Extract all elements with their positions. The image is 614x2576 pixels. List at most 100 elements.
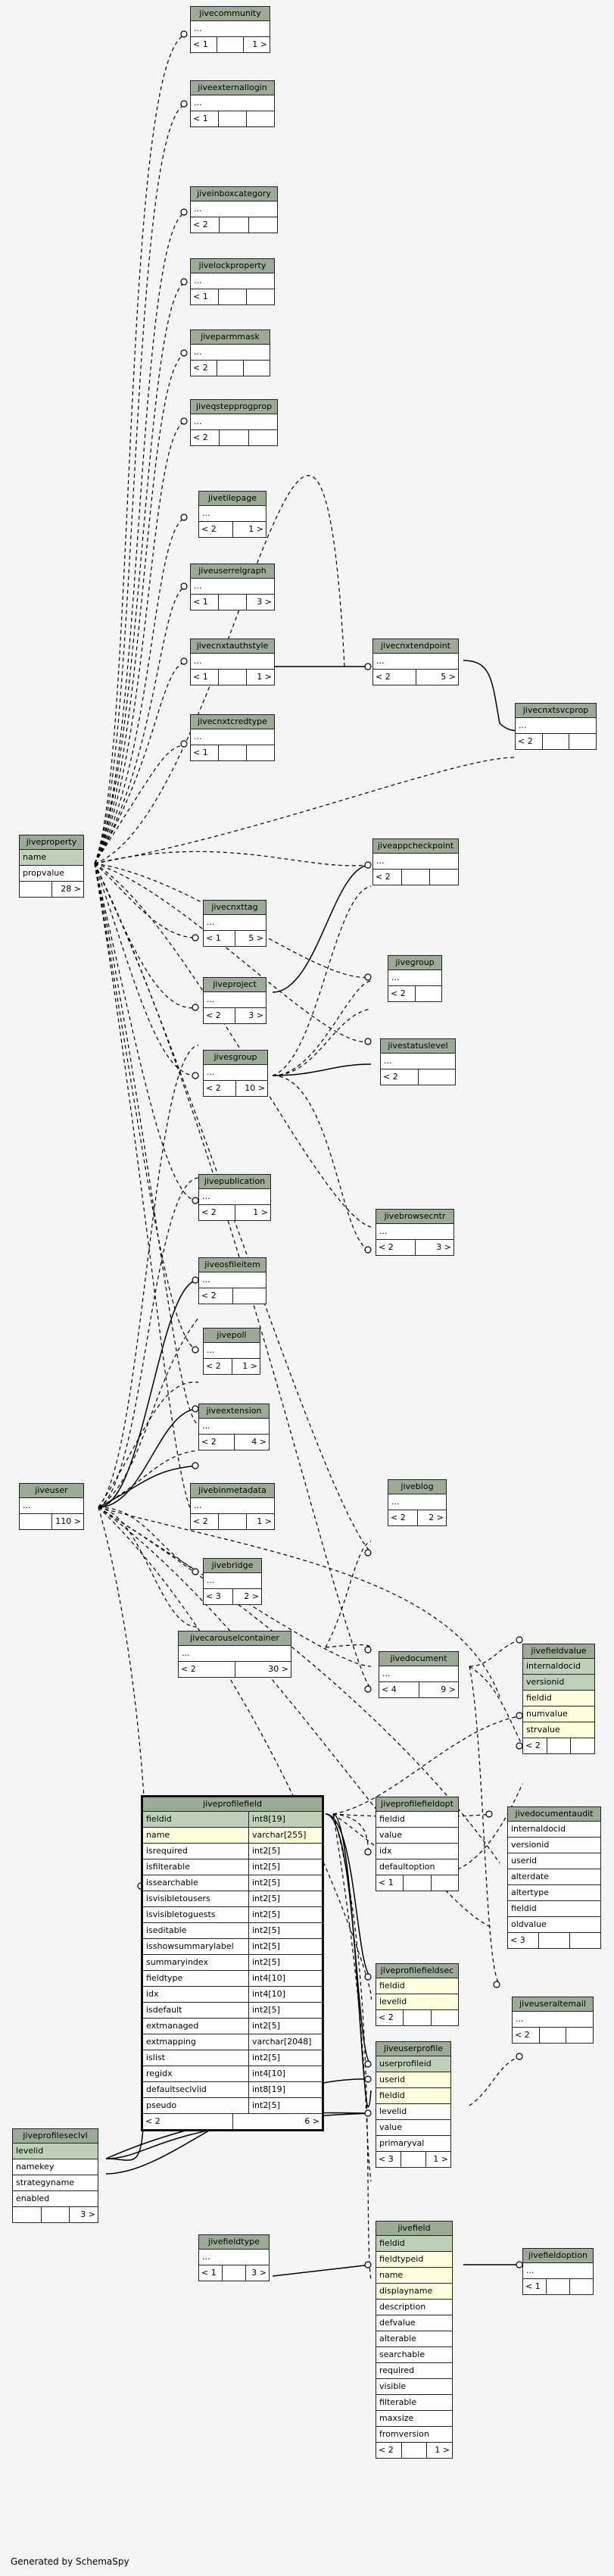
table-jiveprofileseclvl[interactable]: jiveprofileseclvl levelid namekey strate… (12, 2128, 98, 2223)
table-title: jivedocumentaudit (508, 1807, 600, 1822)
column-row: internaldocid (508, 1822, 600, 1838)
child-count: 6 > (304, 2116, 319, 2126)
column-row: namekey (13, 2159, 98, 2175)
column-name: regidx (143, 2066, 249, 2082)
column-row: description (376, 2300, 452, 2315)
table-title: jivecarouselcontainer (179, 1631, 291, 1646)
child-count: 1 > (257, 672, 272, 682)
table-jivecnxtcredtype[interactable]: jivecnxtcredtype ... < 1 (190, 714, 275, 761)
table-jivecnxtsvcprop[interactable]: jivecnxtsvcprop ... < 2 (515, 703, 597, 750)
table-title: jiveproperty (20, 835, 83, 850)
parent-count: < 2 (204, 1008, 235, 1023)
table-title: jiveextension (199, 1404, 269, 1419)
column-name: issearchable (143, 1875, 249, 1891)
table-jiveqstepprogprop[interactable]: jiveqstepprogprop ... < 2 (190, 399, 278, 446)
child-count: 3 > (251, 2268, 266, 2278)
table-jivelockproperty[interactable]: jivelockproperty ... < 1 (190, 258, 275, 305)
parent-count: < 4 (379, 1682, 419, 1697)
child-count: 2 > (429, 1513, 444, 1522)
table-jivedocumentaudit[interactable]: jivedocumentaudit internaldocid versioni… (507, 1806, 601, 1949)
column-type: int2[5] (249, 1859, 322, 1875)
column-row: userid (376, 2072, 450, 2088)
parent-count: < 1 (191, 595, 219, 610)
table-title: jivecnxtauthstyle (191, 639, 274, 654)
table-jiveuseraltemail[interactable]: jiveuseraltemail ... < 2 (512, 1997, 594, 2044)
column-row: searchable (376, 2347, 452, 2363)
column-row: internaldocid (523, 1659, 594, 1675)
table-title: jiveparmmask (191, 330, 270, 345)
child-count: 5 > (441, 672, 456, 682)
table-title: jivefieldoption (523, 2249, 593, 2263)
table-jiveappcheckpoint[interactable]: jiveappcheckpoint ... < 2 (372, 838, 459, 885)
table-jivegroup[interactable]: jivegroup ... < 2 (388, 955, 442, 1002)
column-name: extmanaged (143, 2019, 249, 2034)
column-row: ... (388, 970, 441, 986)
column-row: ... (199, 1419, 269, 1435)
table-jiveuserprofile[interactable]: jiveuserprofile userprofileid userid fie… (376, 2041, 451, 2168)
column-row: maxsize (376, 2411, 452, 2427)
column-row: ... (179, 1646, 291, 1662)
column-row: ... (204, 915, 266, 931)
parent-count: < 1 (191, 670, 219, 685)
column-row: ... (204, 1343, 260, 1359)
table-title: jiveprofilefieldopt (376, 1797, 458, 1812)
column-name: fieldtype (143, 1971, 249, 1987)
generated-by-footer: Generated by SchemaSpy (11, 2556, 129, 2567)
table-title: jivecnxtcredtype (191, 715, 274, 729)
table-jiveosfileitem[interactable]: jiveosfileitem ... < 2 (198, 1257, 266, 1304)
table-jivefieldvalue[interactable]: jivefieldvalue internaldocid versionid f… (522, 1644, 595, 1754)
table-jiveinboxcategory[interactable]: jiveinboxcategory ... < 2 (190, 186, 278, 233)
column-row: alterdate (508, 1869, 600, 1885)
parent-count: < 1 (191, 745, 219, 760)
parent-count: < 1 (199, 2265, 223, 2281)
table-title: jivebridge (204, 1559, 261, 1573)
table-title: jivetilepage (199, 492, 266, 506)
table-title: jiveappcheckpoint (373, 839, 458, 854)
column-type: int4[10] (249, 1987, 322, 2003)
table-jivefield[interactable]: jivefield fieldid fieldtypeid name displ… (376, 2221, 453, 2459)
column-name: isrequired (143, 1844, 249, 1859)
table-jiveexternallogin[interactable]: jiveexternallogin ... < 1 (190, 80, 275, 127)
table-jivestatuslevel[interactable]: jivestatuslevel ... < 2 (380, 1038, 456, 1085)
child-count: 3 > (80, 2209, 96, 2219)
column-type: int8[19] (249, 2082, 322, 2098)
column-type: int4[10] (249, 1971, 322, 1987)
table-jiveuser[interactable]: jiveuser ... 110 > (19, 1483, 84, 1530)
table-jiveprofilefieldsec[interactable]: jiveprofilefieldsec fieldid levelid < 2 (376, 1963, 459, 2026)
parent-count: < 3 (204, 1589, 233, 1604)
table-title: jivecnxtsvcprop (516, 704, 596, 718)
column-row: propvalue (20, 866, 83, 882)
parent-count: < 2 (376, 2010, 404, 2025)
column-row: fieldid (508, 1901, 600, 1917)
column-row: ... (513, 2012, 593, 2028)
column-type: int2[5] (249, 1891, 322, 1907)
table-jiveprofilefieldopt[interactable]: jiveprofilefieldopt fieldid value idx de… (376, 1797, 459, 1891)
child-count: 28 > (61, 884, 81, 894)
column-type: int2[5] (249, 1844, 322, 1859)
table-jivefieldoption[interactable]: jivefieldoption ... < 1 (522, 2248, 594, 2295)
table-jiveparmmask[interactable]: jiveparmmask ... < 2 (190, 329, 270, 376)
table-title: jiveblog (388, 1480, 446, 1494)
table-jiveproperty[interactable]: jiveproperty name propvalue 28 > (19, 835, 84, 898)
parent-count: < 2 (191, 1514, 219, 1529)
column-row: filterable (376, 2395, 452, 2411)
